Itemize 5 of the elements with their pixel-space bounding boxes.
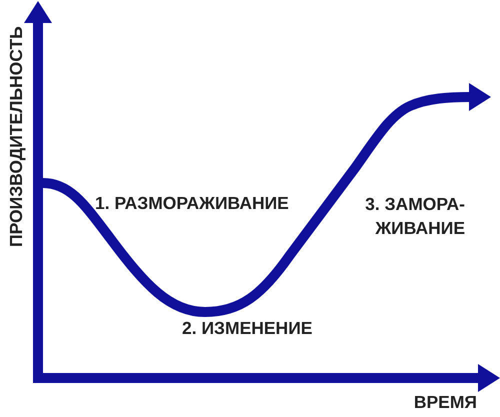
axis-label: ВРЕМЯ (414, 394, 477, 412)
stage-label: 1. РАЗМОРАЖИВАНИЕ (95, 195, 289, 212)
axis-label: ПРОИЗВОДИТЕЛЬНОСТЬ (7, 25, 25, 249)
stage-label: 2. ИЗМЕНЕНИЕ (182, 320, 312, 338)
stage-label: 3. ЗАМОРА- ЖИВАНИЕ (364, 193, 465, 240)
